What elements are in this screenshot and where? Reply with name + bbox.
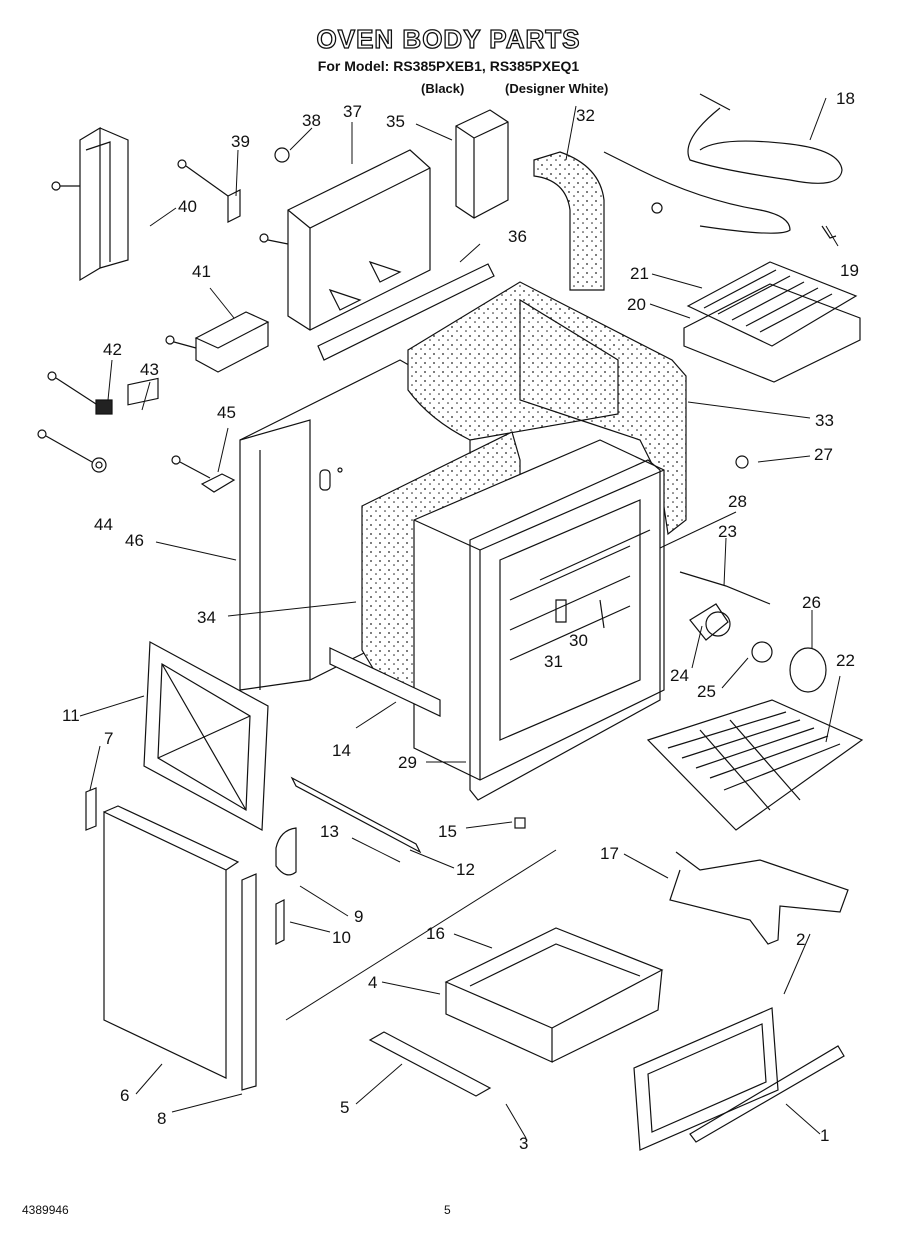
callout-4: 4: [368, 973, 378, 992]
part-41-bracket: [165, 311, 270, 373]
part-29-front-frame: [469, 459, 661, 801]
part-33-insulation: [407, 281, 687, 536]
callout-41: 41: [192, 262, 211, 281]
callout-18: 18: [836, 89, 855, 108]
part-32-insulation-strip: [533, 151, 605, 291]
part-10-spring: [275, 899, 285, 945]
part-15-clip: [514, 817, 526, 829]
part-45-clip: [171, 455, 236, 493]
part-37-vent-duct: [259, 149, 431, 331]
callout-19: 19: [840, 261, 859, 280]
page-title: OVEN BODY PARTS: [316, 23, 581, 54]
part-42-switch: [47, 371, 113, 415]
callout-15: 15: [438, 822, 457, 841]
callout-16: 16: [426, 924, 445, 943]
callout-5: 5: [340, 1098, 350, 1117]
callout-2: 2: [796, 930, 806, 949]
callout-7: 7: [104, 729, 114, 748]
part-44-washer: [37, 429, 107, 473]
part-40-side-bracket: [51, 126, 129, 282]
callout-45: 45: [217, 403, 236, 422]
part-18-broil-element: [687, 93, 843, 184]
part-43-plate: [127, 377, 159, 406]
part-35-vent-baffle: [455, 109, 509, 219]
part-20-broiler-pan: [683, 283, 861, 383]
callout-43: 43: [140, 360, 159, 379]
part-31-sensor: [555, 599, 567, 623]
callout-1: 1: [820, 1126, 830, 1145]
part-17-bake-element: [669, 851, 849, 945]
model-line: For Model: RS385PXEB1, RS385PXEQ1: [317, 58, 580, 74]
broil-element-lower-loop: [603, 151, 791, 234]
part-26-lamp-cover: [789, 647, 827, 693]
callout-23: 23: [718, 522, 737, 541]
callout-25: 25: [697, 682, 716, 701]
callout-44: 44: [94, 515, 113, 534]
callout-14: 14: [332, 741, 351, 760]
callout-37: 37: [343, 102, 362, 121]
callout-8: 8: [157, 1109, 167, 1128]
callout-40: 40: [178, 197, 197, 216]
callout-27: 27: [814, 445, 833, 464]
callout-26: 26: [802, 593, 821, 612]
broil-screw: [651, 202, 663, 214]
callout-24: 24: [670, 666, 689, 685]
part-19-clip: [821, 225, 837, 239]
part-22-oven-rack: [646, 699, 864, 831]
part-9-hinge: [275, 827, 297, 876]
part-7-hinge-bracket: [85, 787, 97, 831]
part-12-hinge-receptacle: [290, 776, 422, 854]
part-14-bottom-trim: [329, 647, 441, 717]
part-8-door-strip: [241, 873, 257, 1091]
part-2-drawer-front: [633, 1007, 779, 1151]
callout-39: 39: [231, 132, 250, 151]
part-27-bolt: [735, 455, 749, 469]
callout-46: 46: [125, 531, 144, 550]
callout-9: 9: [354, 907, 364, 926]
callout-22: 22: [836, 651, 855, 670]
part-16-storage-drawer: [444, 927, 664, 1063]
callout-10: 10: [332, 928, 351, 947]
part-36-rail: [317, 263, 495, 361]
callout-42: 42: [103, 340, 122, 359]
variant-designer-white: (Designer White): [505, 81, 609, 96]
callout-36: 36: [508, 227, 527, 246]
part-11-glass-frame: [143, 641, 269, 831]
part-38-grommet: [274, 147, 290, 163]
callout-11: 11: [62, 706, 80, 725]
page-number: 5: [444, 1203, 451, 1217]
callout-leaders: [79, 97, 841, 1139]
callout-12: 12: [456, 860, 475, 879]
callout-21: 21: [630, 264, 649, 283]
part-21-broiler-grid: [686, 261, 858, 347]
part-25-bulb: [751, 641, 773, 663]
callout-34: 34: [197, 608, 216, 627]
callout-30: 30: [569, 631, 588, 650]
callout-17: 17: [600, 844, 619, 863]
callout-31: 31: [544, 652, 563, 671]
callout-29: 29: [398, 753, 417, 772]
part-5-drawer-rail: [368, 1031, 492, 1097]
callout-6: 6: [120, 1086, 130, 1105]
callout-33: 33: [815, 411, 834, 430]
part-1-glide: [689, 1045, 845, 1143]
callout-3: 3: [519, 1134, 529, 1153]
variant-black: (Black): [421, 81, 465, 96]
part-24-lamp-socket: [689, 603, 731, 641]
callout-20: 20: [627, 295, 646, 314]
part-23-bolt: [679, 571, 771, 605]
callout-35: 35: [386, 112, 405, 131]
document-number: 4389946: [22, 1203, 69, 1217]
part-30-screw: [599, 599, 605, 629]
part-6-outer-door: [103, 805, 240, 1079]
callout-32: 32: [576, 106, 595, 125]
oven-cavity: [413, 439, 665, 781]
callout-38: 38: [302, 111, 321, 130]
callout-28: 28: [728, 492, 747, 511]
callout-13: 13: [320, 822, 339, 841]
